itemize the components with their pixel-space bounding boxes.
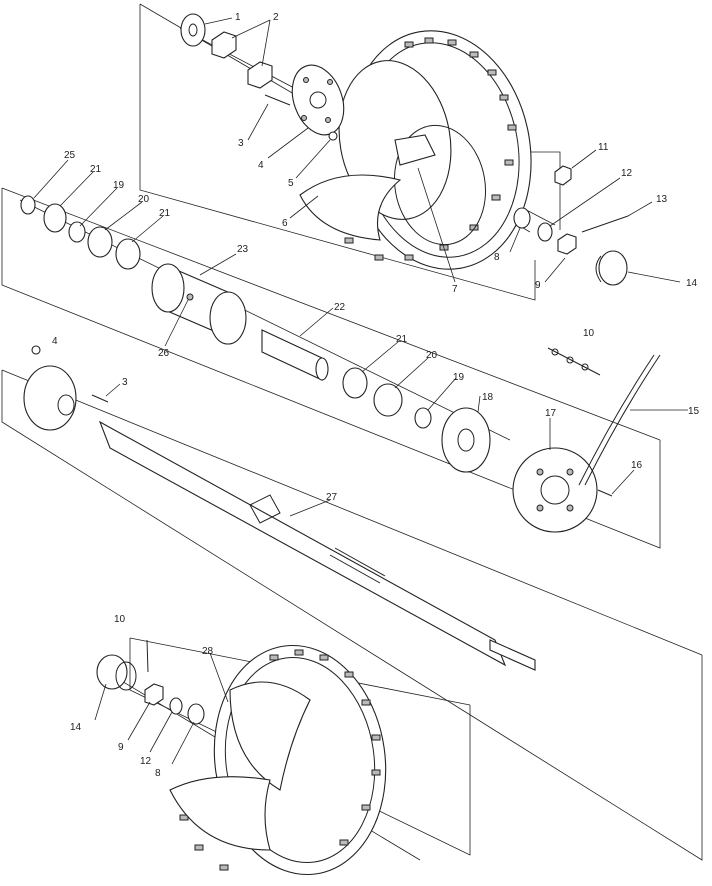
- upper-brake-disc: [299, 174, 402, 241]
- callout-3: 3: [238, 138, 244, 149]
- spacer-tube-22: [261, 329, 323, 381]
- callout-20: 20: [138, 194, 150, 205]
- callout-21-b: 21: [159, 208, 171, 219]
- drive-chain-15: [584, 354, 661, 486]
- callout-8: 8: [494, 252, 500, 263]
- callout-16: 16: [631, 460, 643, 471]
- callout-27: 27: [326, 492, 338, 503]
- callout-14: 14: [686, 278, 698, 289]
- callout-18: 18: [482, 392, 494, 403]
- upper-washer-1: [180, 13, 206, 47]
- axle-shaft-row: [23, 345, 536, 671]
- lower-washer-12: [169, 697, 183, 715]
- upper-washer-12: [537, 222, 553, 242]
- upper-cotter-pin-13: [581, 215, 629, 233]
- spacer-end: [315, 357, 329, 381]
- callout-23: 23: [237, 244, 249, 255]
- sprocket-bolt-16: [597, 489, 613, 497]
- bolt-set-10a: [547, 347, 601, 376]
- lower-tire-tread: [179, 649, 381, 871]
- lower-tire: [213, 644, 387, 876]
- callout-14-b: 14: [70, 722, 82, 733]
- callout-21: 21: [90, 164, 102, 175]
- callout-15: 15: [688, 406, 700, 417]
- axle-spline-end: [489, 639, 536, 671]
- bearing-21c: [342, 367, 368, 399]
- leader-lines: [33, 17, 688, 765]
- upper-castle-nut-2b: [247, 61, 273, 89]
- housing-right-end: [209, 291, 247, 345]
- callout-11: 11: [598, 142, 609, 153]
- lower-nut: [31, 345, 41, 355]
- drive-sprocket-17: [512, 447, 598, 533]
- callout-9-b: 9: [118, 742, 124, 753]
- section-frames: [1, 3, 703, 861]
- callout-6: 6: [282, 218, 288, 229]
- housing-left-end: [151, 263, 185, 313]
- callout-5: 5: [288, 178, 294, 189]
- bearing-21a: [43, 203, 67, 233]
- upper-hub-cap-14: [598, 250, 628, 286]
- callout-28: 28: [202, 646, 214, 657]
- lower-castle-nut-9: [144, 683, 164, 706]
- seal-20a: [87, 226, 113, 258]
- upper-bolt-3: [264, 94, 291, 106]
- lower-wheel-assembly: [96, 639, 421, 876]
- callout-26: 26: [158, 348, 170, 359]
- lower-wheel-rim-28: [229, 681, 311, 791]
- lower-bolt-3: [91, 394, 109, 403]
- lower-hub-flange-4: [23, 365, 77, 431]
- callout-4: 4: [258, 160, 264, 171]
- callout-21-c: 21: [396, 334, 408, 345]
- bearing-21b: [115, 238, 141, 270]
- lower-washer-8: [187, 703, 205, 725]
- callout-20-b: 20: [426, 350, 438, 361]
- callout-8-b: 8: [155, 768, 161, 779]
- lower-hub-cap-14: [96, 654, 128, 690]
- callout-9: 9: [535, 280, 541, 291]
- o-ring-19a: [68, 221, 86, 243]
- callout-13: 13: [656, 194, 668, 205]
- callout-17: 17: [545, 408, 557, 419]
- callout-12: 12: [621, 168, 633, 179]
- upper-nut-11: [554, 165, 572, 186]
- lower-cotter-pin: [146, 639, 149, 673]
- callout-10-b: 10: [114, 614, 126, 625]
- snap-ring-25: [20, 195, 36, 215]
- seal-20b: [373, 383, 403, 417]
- upper-castle-nut-2a: [211, 31, 237, 59]
- callout-25: 25: [64, 150, 76, 161]
- upper-castle-nut-9: [557, 233, 577, 255]
- lower-brake-disc: [169, 776, 271, 851]
- upper-washer-8: [513, 207, 531, 229]
- callout-10: 10: [583, 328, 595, 339]
- callout-7: 7: [452, 284, 458, 295]
- grease-fitting-26: [186, 293, 194, 301]
- callout-4-b: 4: [52, 336, 58, 347]
- upper-rim-hub: [394, 134, 436, 166]
- upper-nut-5: [328, 131, 338, 141]
- callout-1: 1: [235, 12, 241, 23]
- callout-3-b: 3: [122, 377, 128, 388]
- rear-axle-shaft-27: [98, 420, 507, 667]
- bearing-housing-row: [19, 195, 661, 533]
- callout-19-b: 19: [453, 372, 465, 383]
- callout-2: 2: [273, 12, 279, 23]
- callout-labels: 1 2 3 4 5 6 7 8 9 11 12 13 14 25 21 19 2…: [52, 12, 700, 779]
- sprocket-hub-18: [441, 407, 491, 473]
- o-ring-19b: [414, 407, 432, 429]
- callout-22: 22: [334, 302, 346, 313]
- callout-12-b: 12: [140, 756, 152, 767]
- upper-wheel-assembly: [179, 13, 629, 286]
- callout-19: 19: [113, 180, 125, 191]
